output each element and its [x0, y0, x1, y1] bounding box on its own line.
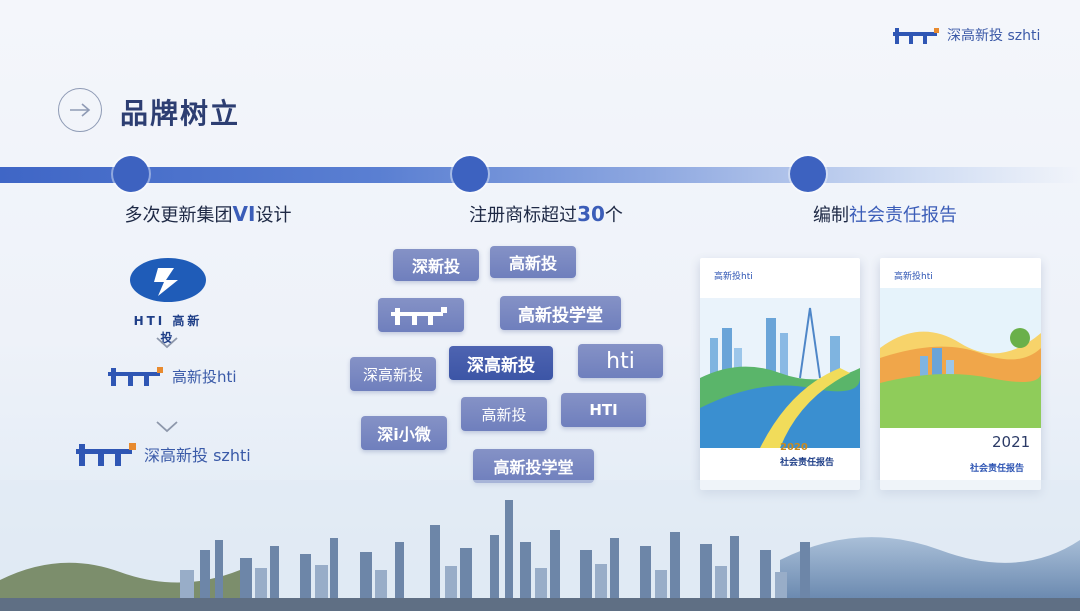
page-title: 品牌树立 — [120, 97, 241, 130]
timeline-node-2 — [452, 156, 488, 192]
report-brand: 高新投hti — [894, 272, 933, 282]
trademark-chip: 深高新投 — [449, 346, 553, 380]
logo-mid: 高新投hti — [108, 364, 237, 388]
report-illustration — [880, 288, 1041, 428]
col-title-vi: 多次更新集团VI设计 — [124, 202, 292, 226]
logo-new: 深高新投 szhti — [76, 440, 251, 468]
report-cover-2020: 高新投hti 2020 社会责任报告 — [700, 258, 860, 490]
trademark-chip: 高新投 — [490, 246, 576, 278]
logo-old: HTI 高新投 — [128, 254, 208, 346]
report-illustration — [700, 298, 860, 448]
trademark-chip: 深i小微 — [361, 416, 447, 450]
report-year: 2021 — [992, 433, 1031, 451]
trademark-chip: hti — [578, 344, 663, 378]
trademark-chip: 高新投学堂 — [500, 296, 621, 330]
report-year: 2020 — [780, 442, 808, 453]
trademark-chip: 高新投学堂 — [473, 449, 594, 483]
timeline-node-3 — [790, 156, 826, 192]
logo-mid-text: 高新投hti — [172, 367, 237, 386]
trademark-chip: 高新投 — [461, 397, 547, 431]
hti-logo-icon — [76, 443, 136, 466]
report-cover-2021: 高新投hti 2021 社会责任报告 — [880, 258, 1041, 490]
arrow-right-icon — [58, 88, 102, 132]
brand-text: 深高新投 szhti — [947, 28, 1041, 44]
city-skyline-illustration — [0, 480, 1080, 611]
timeline-node-1 — [113, 156, 149, 192]
col-title-trademarks: 注册商标超过30个 — [469, 202, 623, 226]
trademark-chip: 深新投 — [393, 249, 479, 281]
chevron-down-icon — [156, 330, 178, 355]
hti-oval-logo-icon — [130, 258, 206, 302]
timeline-bar — [0, 167, 1080, 183]
trademark-chip: HTI — [561, 393, 646, 427]
logo-old-text: HTI 高新投 — [133, 314, 203, 345]
hti-logo-icon — [108, 367, 163, 386]
logo-new-text: 深高新投 szhti — [144, 446, 251, 465]
report-brand: 高新投hti — [714, 272, 753, 282]
trademark-chip-hti-logo — [378, 298, 464, 332]
chevron-down-icon — [156, 414, 178, 439]
hti-logo-icon — [893, 28, 939, 44]
trademark-chip: 深高新投 — [350, 357, 436, 391]
col-title-reports: 编制社会责任报告 — [813, 205, 957, 226]
hti-logo-icon — [391, 307, 447, 325]
brand-logo: 深高新投 szhti — [893, 24, 1040, 46]
report-title: 社会责任报告 — [970, 464, 1025, 474]
report-title: 社会责任报告 — [780, 458, 835, 468]
